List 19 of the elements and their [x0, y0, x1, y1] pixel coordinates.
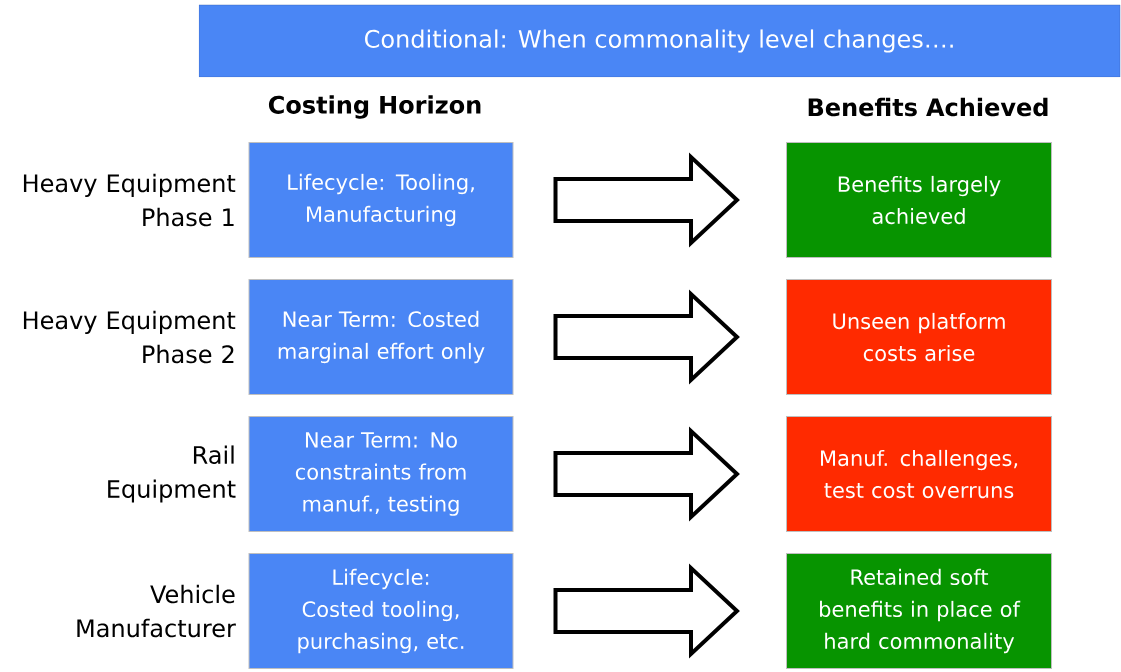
block-arrow — [553, 426, 740, 522]
benefit-box: Benefits largely achieved — [786, 142, 1052, 258]
costing-box: Near Term: Costed marginal effort only — [248, 279, 514, 395]
benefit-box: Unseen platform costs arise — [786, 279, 1052, 395]
costing-box: Lifecycle: Tooling, Manufacturing — [248, 142, 514, 258]
row-label: Heavy Equipment Phase 1 — [23, 173, 236, 227]
block-arrow — [553, 289, 740, 385]
column-heading: Benefits Achieved — [808, 97, 1048, 117]
title-banner: Conditional: When commonality level changes…. — [198, 4, 1121, 78]
benefit-box: Retained soft benefits in place of hard commonality — [786, 553, 1052, 669]
row-label: Rail Equipment — [108, 445, 236, 503]
benefit-box: Manuf. challenges, test cost overruns — [786, 416, 1052, 532]
row-label: Heavy Equipment Phase 2 — [23, 310, 236, 364]
row-label: Vehicle Manufacturer — [77, 584, 236, 638]
column-heading: Costing Horizon — [268, 95, 481, 119]
block-arrow — [553, 152, 740, 248]
costing-box: Near Term: No constraints from manuf., testing — [248, 416, 514, 532]
costing-box: Lifecycle: Costed tooling, purchasing, etc. — [248, 553, 514, 669]
block-arrow — [553, 563, 740, 659]
